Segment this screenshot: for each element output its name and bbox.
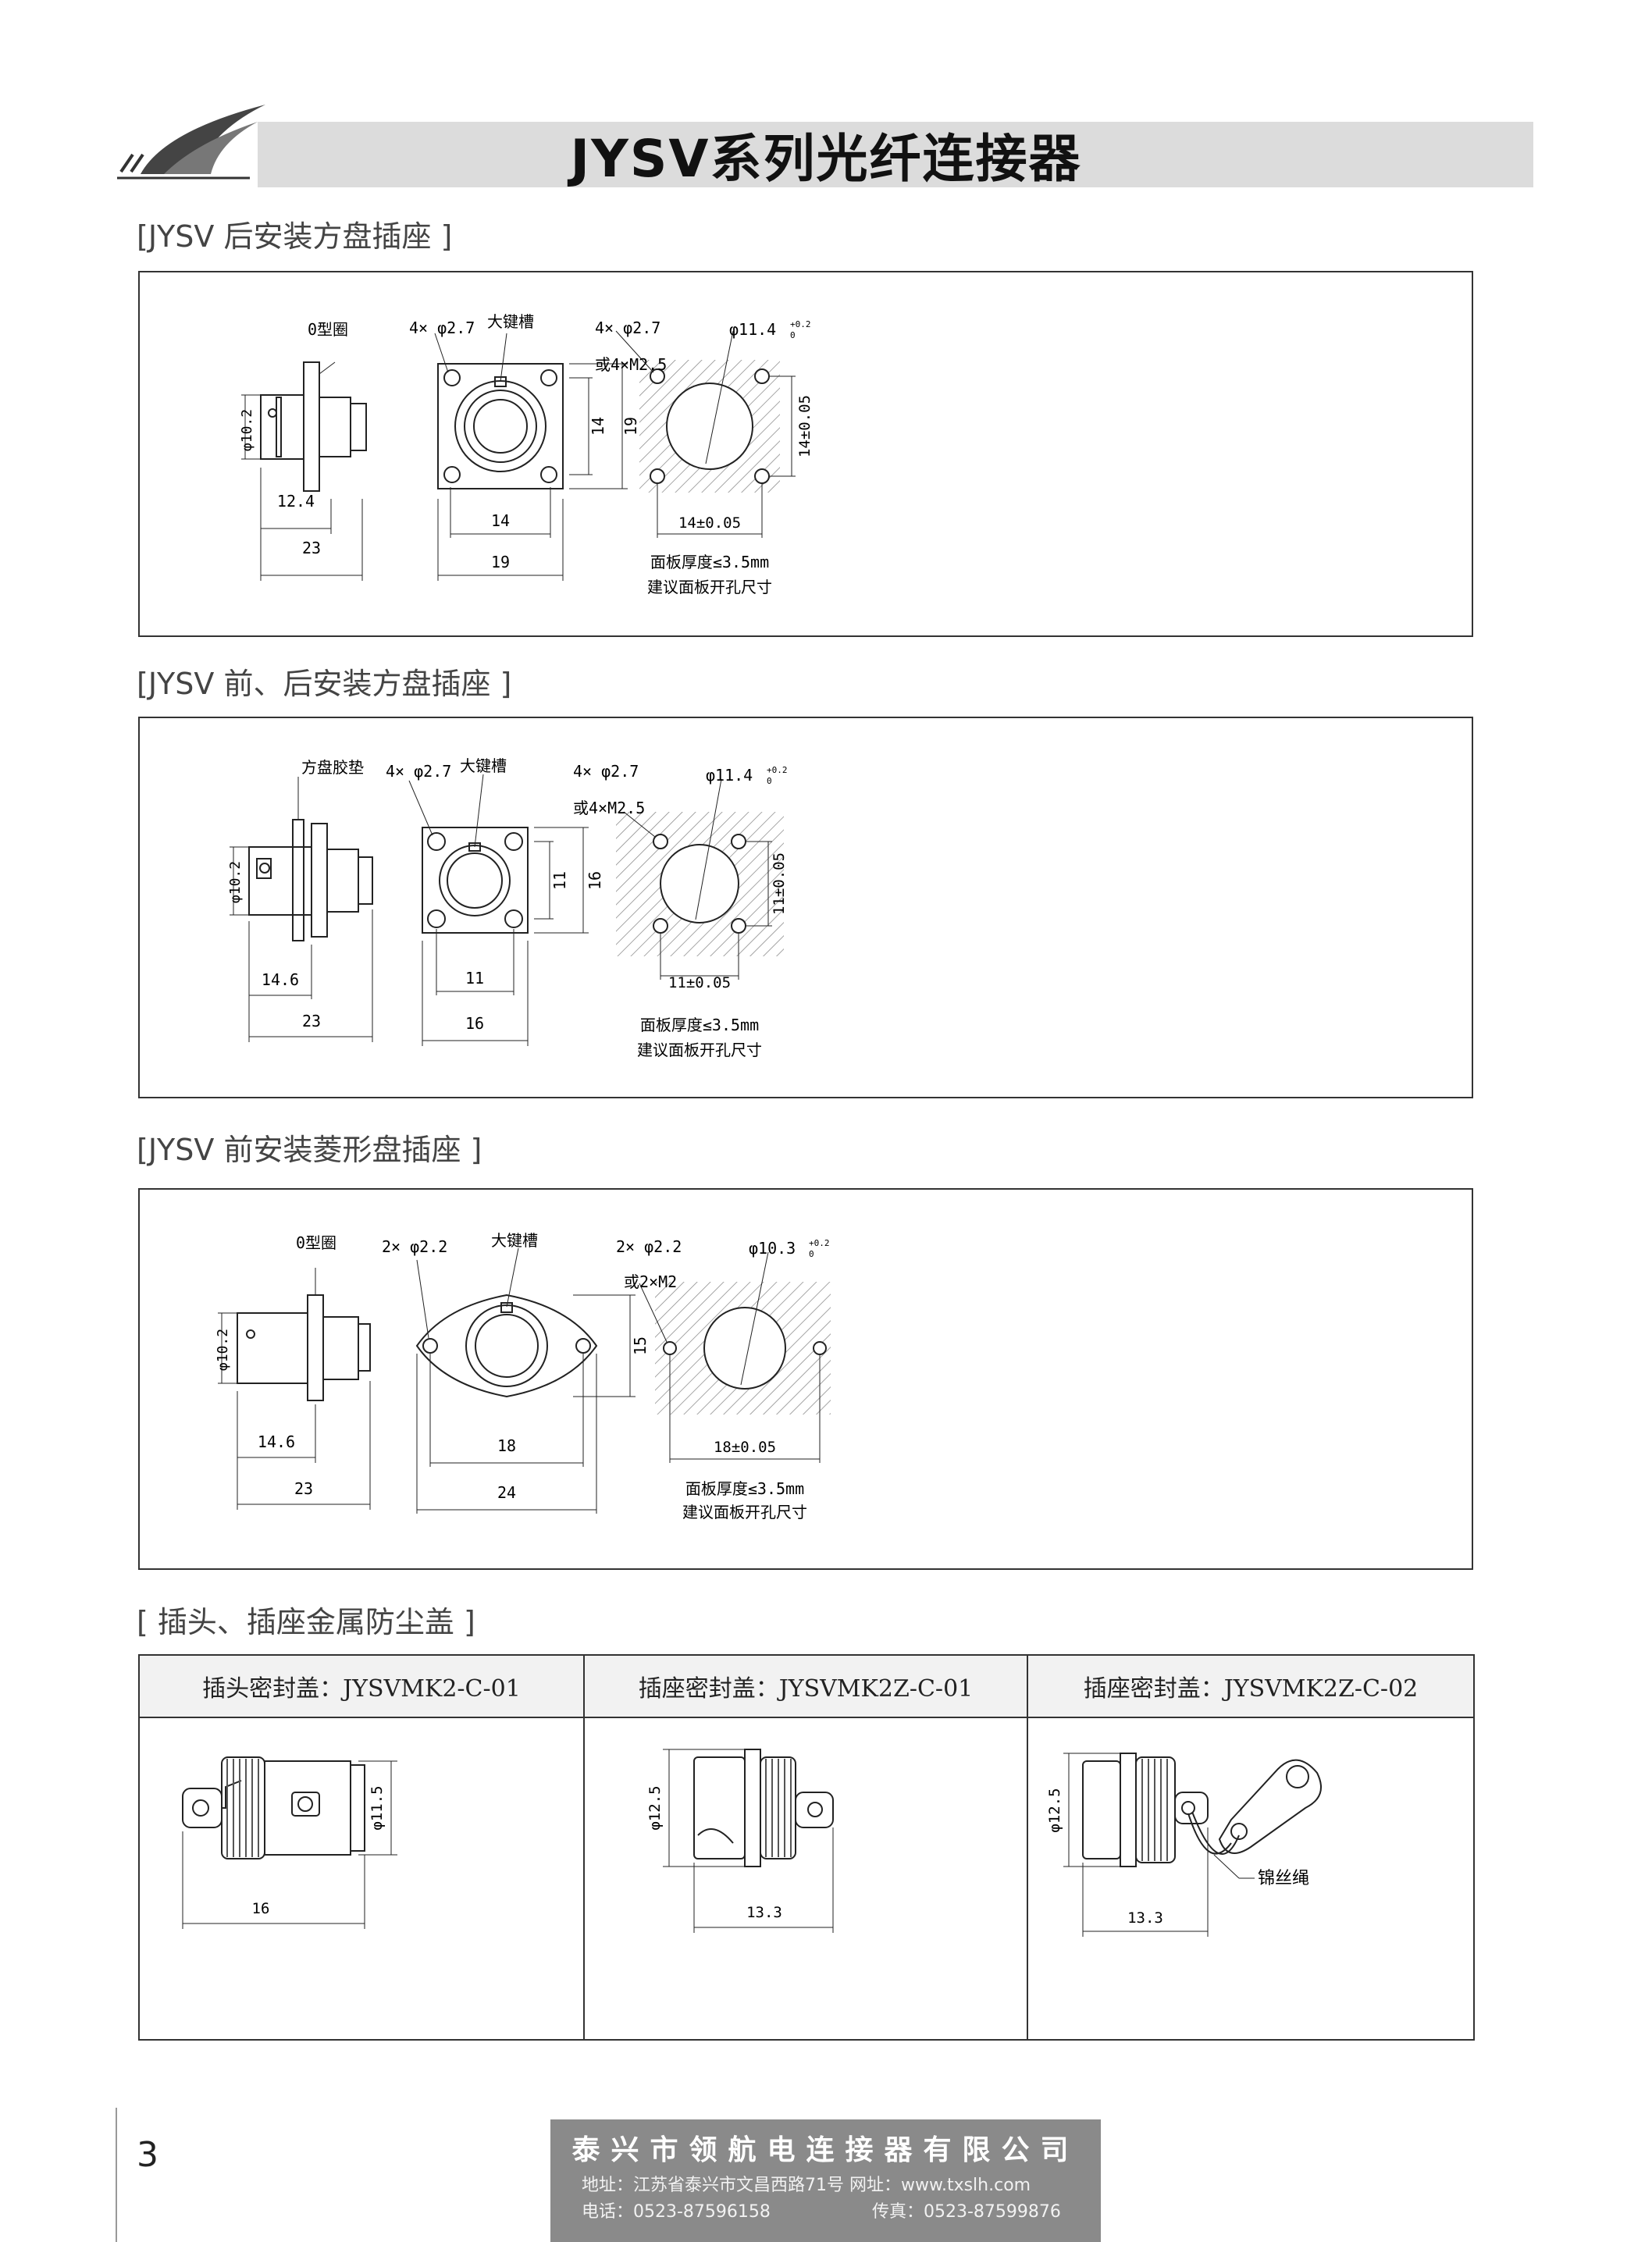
bore-tol-bot: 0 [767,776,772,786]
label-keyway: 大键槽 [487,312,534,331]
label-oring: 0型圈 [308,320,348,339]
dust-cover-table: 插头密封盖：JYSVMK2-C-01 插座密封盖：JYSVMK2Z-C-01 插… [138,1654,1475,2041]
label-alt: 或4×M2.5 [573,799,645,817]
note-cutout: 建议面板开孔尺寸 [647,578,772,596]
bore-tol-bot: 0 [790,330,796,340]
dim-l2: 23 [302,539,321,557]
label-holes2: 2× φ2.2 [616,1237,682,1256]
company-phone: 电话：0523-87596158 [582,2202,771,2222]
footer-company-block: 泰兴市领航电连接器有限公司 地址：江苏省泰兴市文昌西路71号 网址：www.tx… [550,2119,1101,2242]
bore-tol-top: +0.2 [809,1238,830,1248]
dim-w-in: 14 [491,511,510,530]
company-name: 泰兴市领航电连接器有限公司 [571,2133,1080,2166]
dim-w-out: 19 [491,553,510,571]
dim-l1: 14.6 [262,970,299,989]
cover-header-plug: 插头密封盖：JYSVMK2-C-01 [140,1656,583,1718]
label-bore: φ11.4 [729,320,776,339]
cover-drawing-receptacle-01: φ12.5 13.3 [646,1749,834,1933]
label-holes2: 4× φ2.7 [573,762,639,781]
section-label-dust-covers: [ 插头、插座金属防尘盖 ] [137,1605,475,1639]
dim-cut-h: 14±0.05 [796,395,814,457]
cover-header-receptacle-02: 插座密封盖：JYSVMK2Z-C-02 [1028,1656,1473,1718]
dim-d1: φ10.2 [239,409,255,451]
page-number-rule [116,2108,117,2242]
dim-l1: 14.6 [258,1432,295,1451]
technical-drawing: φ10.2 12.4 23 0型圈 4× φ2.7 大键槽 14 19 14 1… [239,312,814,596]
cover-drawing-receptacle-02: φ12.5 13.3 锦丝绳 [1046,1753,1322,1937]
dim-len: 13.3 [746,1904,782,1921]
dim-d1: φ10.2 [215,1329,231,1371]
label-keyway: 大键槽 [491,1231,538,1250]
label-oring: 0型圈 [296,1233,336,1252]
technical-drawing: φ10.2 14.6 23 方盘胶垫 4× φ2.7 大键槽 11 16 11 … [227,756,788,1059]
dim-len: 13.3 [1127,1909,1163,1927]
drawing-panel-front-mount-diamond: φ10.2 14.6 23 0型圈 2× φ2.2 大键槽 18 24 15 [138,1188,1473,1570]
dim-w-out: 16 [465,1014,484,1033]
dim-h-out: 19 [621,417,640,436]
note-panel-thickness: 面板厚度≤3.5mm [640,1016,759,1034]
bore-tol-top: +0.2 [790,319,811,329]
label-keyway: 大键槽 [460,756,507,775]
column-divider [583,1656,585,2039]
title-bar [258,122,1533,187]
label-bore: φ10.3 [749,1239,796,1258]
cover-drawing-plug: φ11.5 16 [182,1756,397,1929]
note-panel-thickness: 面板厚度≤3.5mm [650,553,769,571]
note-cutout: 建议面板开孔尺寸 [637,1041,762,1059]
company-logo [109,100,265,186]
note-cutout: 建议面板开孔尺寸 [682,1503,807,1521]
label-holes: 4× φ2.7 [409,319,475,337]
label-holes: 2× φ2.2 [382,1237,447,1256]
drawing-panel-rear-mount-square: φ10.2 12.4 23 0型圈 4× φ2.7 大键槽 14 19 14 1… [138,271,1473,637]
dim-h-in: 11 [550,871,569,890]
dim-h-in: 14 [589,417,607,436]
dim-dia: φ11.5 [368,1785,386,1830]
bore-tol-top: +0.2 [767,765,788,775]
page-title: JYSV系列光纤连接器 [570,129,1082,189]
drawing-panel-front-rear-mount-square: φ10.2 14.6 23 方盘胶垫 4× φ2.7 大键槽 11 16 11 … [138,717,1473,1098]
label-alt: 或4×M2.5 [595,355,667,374]
company-address: 地址：江苏省泰兴市文昌西路71号 网址：www.txslh.com [582,2176,1031,2195]
dim-len: 16 [252,1900,270,1917]
label-alt: 或2×M2 [624,1272,677,1291]
technical-drawing: φ10.2 14.6 23 0型圈 2× φ2.2 大键槽 18 24 15 [215,1231,831,1521]
dim-h-out: 16 [586,871,604,890]
label-holes2: 4× φ2.7 [595,319,660,337]
cover-header-receptacle-01: 插座密封盖：JYSVMK2Z-C-01 [585,1656,1027,1718]
label-rope: 锦丝绳 [1258,1869,1309,1888]
dim-l2: 23 [294,1479,313,1498]
dim-h: 15 [631,1336,650,1355]
label-holes: 4× φ2.7 [386,762,451,781]
dim-l1: 12.4 [277,492,315,511]
dim-cut-w: 14±0.05 [678,514,741,532]
bore-tol-bot: 0 [809,1249,814,1259]
dim-w-out: 24 [497,1483,516,1502]
dim-dia: φ12.5 [646,1785,664,1830]
dim-dia: φ12.5 [1046,1788,1063,1832]
dim-d1: φ10.2 [227,861,244,903]
company-fax: 传真：0523-87599876 [872,2202,1061,2222]
dim-cut-h: 11±0.05 [771,852,788,915]
note-panel-thickness: 面板厚度≤3.5mm [685,1479,804,1498]
section-label-rear-mount-square: [JYSV 后安装方盘插座 ] [137,219,453,254]
dim-w-in: 18 [497,1436,516,1455]
label-gasket: 方盘胶垫 [301,758,364,777]
dim-cut-w: 11±0.05 [668,974,731,991]
dim-cut-w: 18±0.05 [714,1439,776,1456]
section-label-front-mount-diamond: [JYSV 前安装菱形盘插座 ] [137,1133,482,1167]
section-label-front-rear-mount-square: [JYSV 前、后安装方盘插座 ] [137,667,512,701]
page-number: 3 [137,2135,158,2175]
dim-l2: 23 [302,1012,321,1030]
label-bore: φ11.4 [706,766,753,785]
dim-w-in: 11 [465,969,484,988]
column-divider [1027,1656,1028,2039]
